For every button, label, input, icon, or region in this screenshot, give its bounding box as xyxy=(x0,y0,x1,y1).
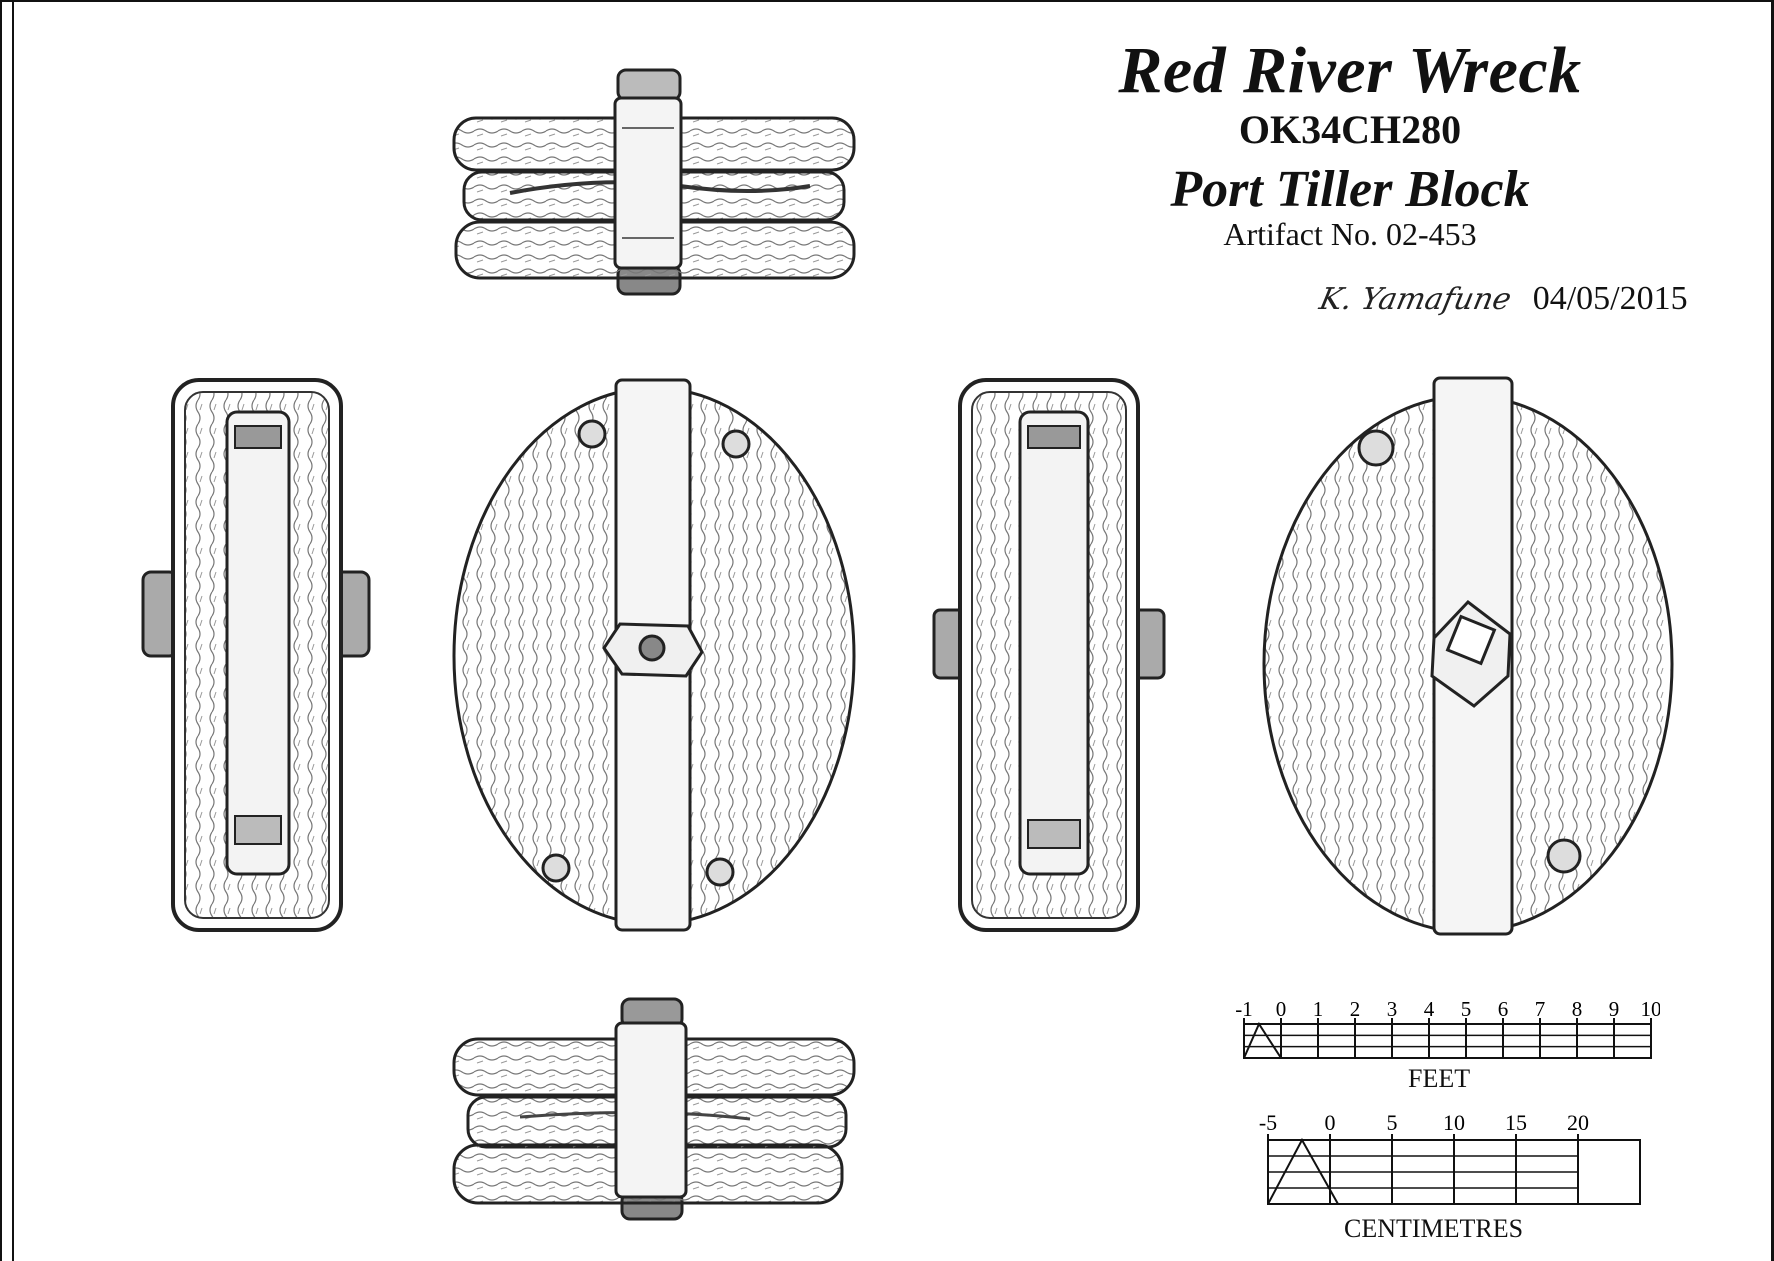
sheet-border-left xyxy=(12,0,14,1261)
drawing-date: 04/05/2015 xyxy=(1532,280,1688,317)
author-signature: K. Yamafune xyxy=(1316,282,1515,317)
scale-feet-label: FEET xyxy=(1408,1064,1471,1093)
face-view-front xyxy=(452,378,856,932)
artifact-number: Artifact No. 02-453 xyxy=(1223,216,1477,252)
sheet-title: Red River Wreck xyxy=(1118,34,1582,107)
top-view xyxy=(452,68,856,296)
site-number: OK34CH280 xyxy=(1238,107,1462,152)
scale-tick-label: 20 xyxy=(1567,1110,1589,1135)
title-block: Red River Wreck OK34CH280 Port Tiller Bl… xyxy=(1090,34,1610,252)
scale-tick-label: 5 xyxy=(1387,1110,1398,1135)
scale-tick-label: 7 xyxy=(1535,997,1546,1021)
scale-tick-label: 10 xyxy=(1443,1110,1465,1135)
scale-bar-feet: -1 0 1 2 3 4 5 6 7 8 9 10 xyxy=(1235,997,1660,1059)
cm-tick-labels: -5 0 5 10 15 20 xyxy=(1259,1110,1589,1135)
side-view-left xyxy=(141,378,371,932)
cm-diagonal-scale xyxy=(1267,1137,1339,1205)
scale-tick-label: 1 xyxy=(1313,997,1324,1021)
scale-cm-label: CENTIMETRES xyxy=(1344,1214,1524,1243)
scale-tick-label: 0 xyxy=(1325,1110,1336,1135)
scale-tick-label: 6 xyxy=(1498,997,1509,1021)
feet-diagonal-scale xyxy=(1243,1021,1282,1059)
signature-line: K. Yamafune 04/05/2015 xyxy=(1316,280,1720,318)
artifact-name: Port Tiller Block xyxy=(1170,161,1530,218)
feet-tick-labels: -1 0 1 2 3 4 5 6 7 8 9 10 xyxy=(1235,997,1660,1021)
scale-tick-label: 0 xyxy=(1276,997,1287,1021)
scale-tick-label: 15 xyxy=(1505,1110,1527,1135)
face-view-back xyxy=(1262,376,1674,936)
scale-tick-label: 9 xyxy=(1609,997,1620,1021)
scale-tick-label: 4 xyxy=(1424,997,1435,1021)
bottom-view xyxy=(452,997,856,1221)
scale-tick-label: 10 xyxy=(1641,997,1661,1021)
scale-tick-label: -5 xyxy=(1259,1110,1277,1135)
scale-tick-label: 5 xyxy=(1461,997,1472,1021)
scale-tick-label: 2 xyxy=(1350,997,1361,1021)
scale-tick-label: -1 xyxy=(1235,997,1253,1021)
side-view-right xyxy=(932,378,1166,932)
feet-tick-lines xyxy=(1243,1018,1652,1058)
scale-bar-cm: -5 0 5 10 15 20 xyxy=(1259,1110,1641,1205)
scale-tick-label: 8 xyxy=(1572,997,1583,1021)
scale-tick-label: 3 xyxy=(1387,997,1398,1021)
